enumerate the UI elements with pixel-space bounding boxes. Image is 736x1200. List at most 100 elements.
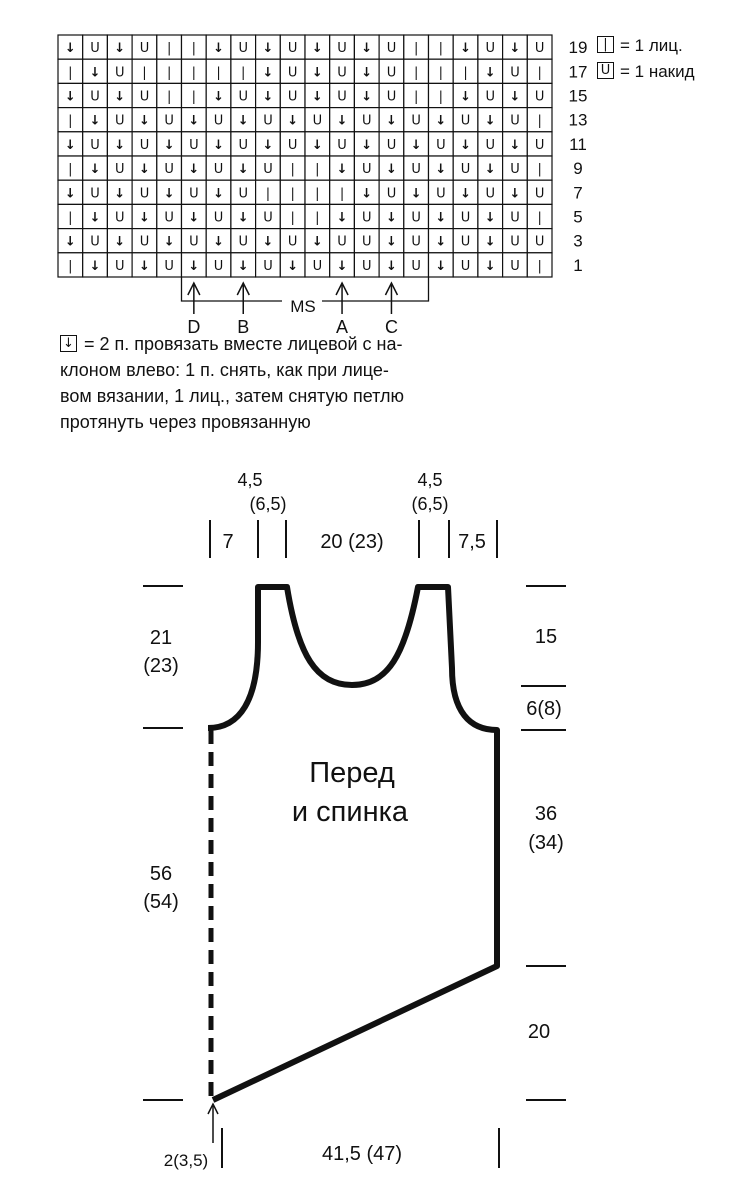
chart-cell [230, 228, 257, 254]
chart-cell [378, 179, 405, 205]
marker-label: B [237, 317, 249, 337]
yarn-over-stitch: U [387, 186, 397, 201]
dim-side-left: 56 [150, 863, 172, 885]
decrease-stitch: ↓ [386, 162, 397, 177]
marker-c: C [384, 281, 399, 337]
marker-arrow-head [236, 281, 250, 296]
dim-right-shoulder: 4,5 [417, 470, 442, 490]
row-number: 13 [569, 111, 588, 130]
outline-solid [207, 584, 500, 1103]
marker-arrow-head [335, 281, 349, 296]
decrease-stitch: ↓ [435, 114, 446, 129]
yarn-over-stitch: U [164, 259, 174, 274]
yarn-over-stitch: U [362, 114, 372, 129]
yarn-over-stitch: U [461, 235, 471, 250]
dim-neck-width: 20 (23) [320, 531, 383, 553]
chart-cell [180, 106, 207, 133]
yarn-over-stitch: U [535, 90, 545, 105]
yarn-over-stitch: U [288, 90, 298, 105]
yarn-over-stitch: U [461, 211, 471, 226]
decrease-stitch: ↓ [114, 186, 125, 201]
decrease-stitch: ↓ [485, 211, 496, 226]
yarn-over-stitch: U [535, 41, 545, 56]
chart-cell [353, 106, 380, 133]
knit-stitch: | [167, 41, 171, 56]
chart-cell [502, 34, 528, 60]
decrease-stitch: ↓ [460, 138, 471, 153]
decrease-stitch: ↓ [460, 90, 471, 105]
chart-cell [502, 106, 528, 133]
chart-cell [82, 179, 108, 205]
knit-stitch: | [537, 65, 541, 80]
yarn-over-stitch: U [535, 235, 545, 250]
knit-stitch: | [266, 186, 270, 201]
chart-cell [255, 131, 281, 157]
decrease-stitch: ↓ [213, 235, 224, 250]
chart-cell [106, 203, 133, 230]
yarn-over-stitch: U [140, 235, 150, 250]
decrease-stitch: ↓ [90, 211, 101, 226]
chart-cell [57, 131, 84, 157]
chart-cell [156, 203, 183, 230]
decrease-stitch: ↓ [139, 259, 150, 274]
decrease-stitch: ↓ [213, 41, 224, 56]
dim-armhole-left-alt: (23) [143, 655, 179, 677]
piece-title-line1: Перед [309, 757, 395, 789]
yarn-over-stitch: U [510, 162, 520, 177]
decrease-stitch: ↓ [65, 235, 76, 250]
yarn-over-stitch: U [535, 138, 545, 153]
chart-cell [502, 228, 528, 254]
chart-cell [502, 131, 528, 157]
yarn-over-stitch: U [115, 162, 125, 177]
decrease-stitch: ↓ [386, 114, 397, 129]
decrease-stitch: ↓ [435, 235, 446, 250]
decrease-stitch: ↓ [485, 114, 496, 129]
marker-a: A [335, 281, 349, 337]
yarn-over-stitch: U [90, 186, 100, 201]
knit-stitch: | [315, 162, 319, 177]
yarn-over-stitch: U [387, 138, 397, 153]
chart-cell [427, 34, 454, 60]
yarn-over-stitch: U [90, 41, 100, 56]
chart-cell [378, 252, 405, 278]
yarn-over-stitch: U [387, 65, 397, 80]
yarn-over-stitch: U [510, 259, 520, 274]
row-number: 7 [573, 183, 582, 202]
legend-knit-symbol: | [597, 36, 614, 53]
chart-cell [477, 106, 504, 133]
yarn-over-stitch: U [337, 90, 347, 105]
chart-cell [452, 131, 479, 157]
yarn-over-stitch: U [164, 211, 174, 226]
chart-cell [279, 82, 306, 109]
chart-cell [526, 155, 553, 181]
yarn-over-stitch: U [90, 235, 100, 250]
right-dimension-ticks [521, 585, 566, 1101]
decrease-stitch: ↓ [65, 41, 76, 56]
chart-cell [329, 179, 356, 205]
yarn-over-stitch: U [411, 162, 421, 177]
yarn-over-stitch: U [90, 138, 100, 153]
yarn-over-stitch: U [510, 114, 520, 129]
yarn-over-stitch: U [411, 211, 421, 226]
decrease-stitch: ↓ [238, 114, 249, 129]
chart-cell [255, 203, 281, 230]
chart-cell [378, 106, 405, 133]
chart-cell [205, 106, 232, 133]
dim-side-right: 36 [535, 803, 557, 825]
chart-cell [452, 58, 479, 85]
yarn-over-stitch: U [362, 162, 372, 177]
decrease-text-line-1: = 2 п. провязать вместе лицевой с на- [84, 334, 403, 354]
knit-stitch: | [192, 41, 196, 56]
yarn-over-stitch: U [510, 211, 520, 226]
knit-stitch: | [167, 65, 171, 80]
knit-stitch: | [340, 186, 344, 201]
chart-cell [279, 252, 306, 278]
row-number: 15 [569, 87, 588, 106]
chart-cell [156, 82, 183, 109]
knit-stitch: | [439, 65, 443, 80]
yarn-over-stitch: U [263, 211, 273, 226]
yarn-over-stitch: U [238, 235, 248, 250]
chart-cell [403, 82, 430, 109]
